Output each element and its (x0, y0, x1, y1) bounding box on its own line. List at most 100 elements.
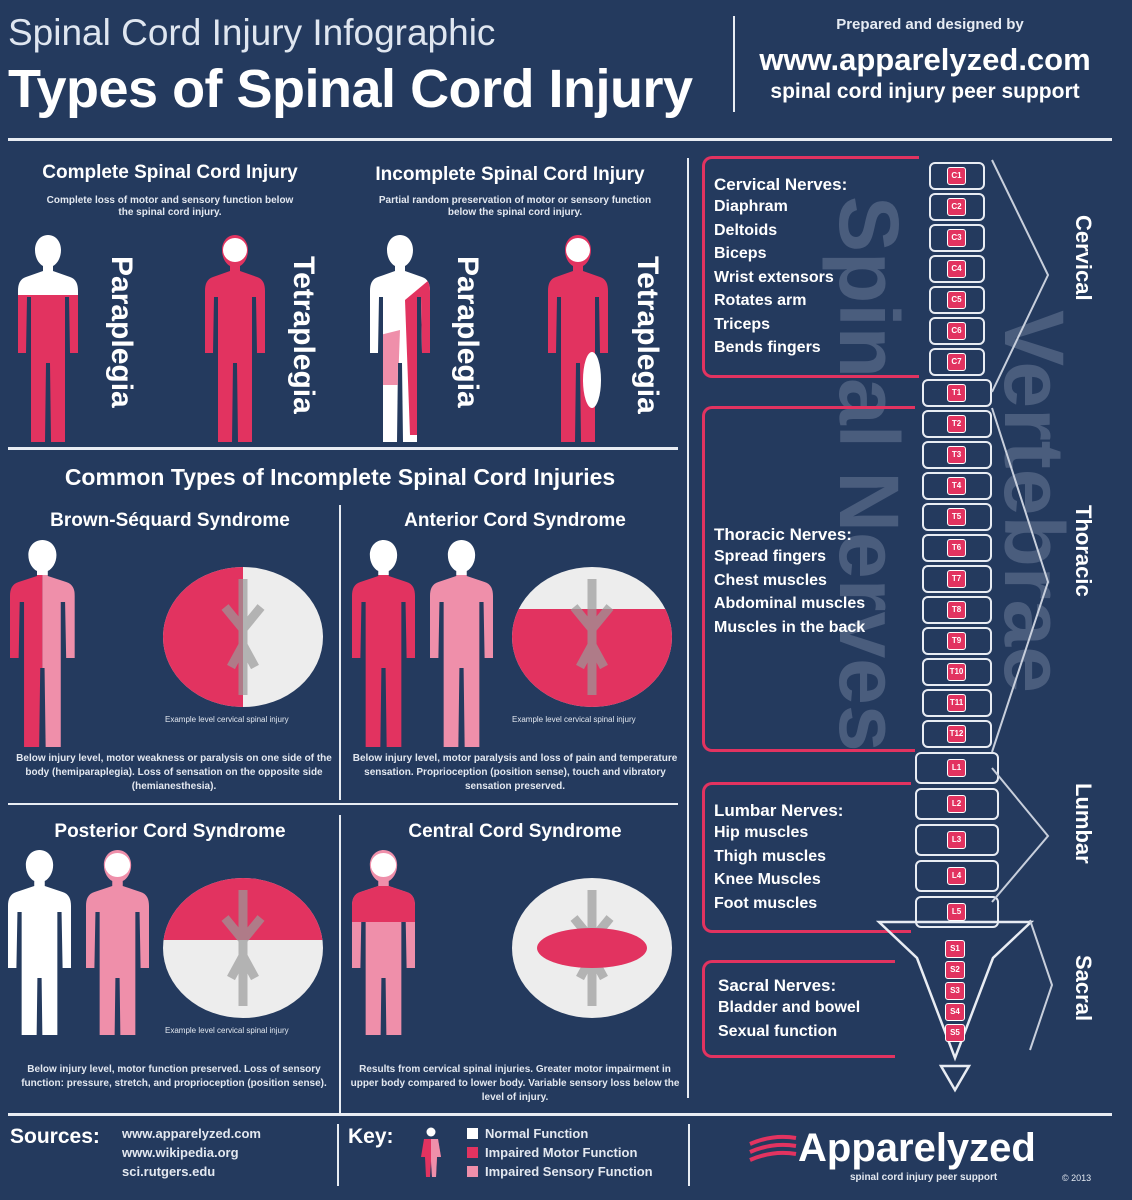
complete-title: Complete Spinal Cord Injury (42, 162, 298, 183)
anterior-caption: Below injury level, motor paralysis and … (352, 753, 678, 792)
sacral-segment: S3 (945, 982, 965, 1000)
brown-cross-section (163, 567, 323, 707)
lumbar-item: Foot muscles (714, 894, 818, 912)
region-thoracic: Thoracic (1071, 505, 1096, 597)
vertebra-label: L4 (947, 867, 966, 885)
watermark-vertebrae: Vertebrae (987, 310, 1081, 693)
vertebra-label: C1 (947, 167, 966, 185)
copyright: © 2013 (1062, 1173, 1092, 1183)
sacral-nerves: Sacral Nerves: Bladder and bowel Sexual … (718, 976, 898, 1043)
key-item-motor: Impaired Motor Function (467, 1143, 653, 1162)
vertebra-label: T2 (947, 415, 966, 433)
vertebra: T6 (922, 534, 992, 562)
complete-incomplete-figures (18, 235, 608, 442)
key-item-sensory: Impaired Sensory Function (467, 1162, 653, 1181)
header-website: www.apparelyzed.com (759, 42, 1091, 77)
complete-paraplegia-label: Paraplegia (105, 256, 138, 408)
vertebra: C7 (929, 348, 985, 376)
thoracic-bracket (702, 406, 915, 752)
lumbar-nerves-title: Lumbar Nerves: (714, 801, 844, 820)
posterior-figure-normal (8, 850, 71, 1035)
vertebra: C6 (929, 317, 985, 345)
sacrum-outline (875, 920, 1035, 1093)
lumbar-bracket (702, 782, 911, 933)
anterior-example-label: Example level cervical spinal injury (512, 715, 636, 724)
vertebra-label: C7 (947, 353, 966, 371)
region-cervical: Cervical (1071, 215, 1096, 301)
key-item-normal: Normal Function (467, 1124, 653, 1143)
sources-label: Sources: (10, 1125, 100, 1148)
key-label: Key: (348, 1125, 394, 1148)
source-link[interactable]: www.apparelyzed.com (122, 1126, 261, 1141)
thoracic-item: Spread fingers (714, 548, 827, 565)
vertebra-label: C6 (947, 322, 966, 340)
anterior-figure-motor (352, 540, 415, 747)
complete-tetraplegia-label: Tetraplegia (287, 256, 320, 414)
vertebra: T7 (922, 565, 992, 593)
cervical-item: Diaphram (714, 198, 788, 215)
vertebra: T1 (922, 379, 992, 407)
incomplete-description: Partial random preservation of motor or … (378, 195, 652, 218)
vertebra: C1 (929, 162, 985, 190)
source-link[interactable]: www.wikipedia.org (122, 1145, 239, 1160)
vertebra: T9 (922, 627, 992, 655)
swatch-normal (467, 1128, 478, 1139)
vertebra: C3 (929, 224, 985, 252)
header-divider (733, 16, 735, 112)
cervical-item: Bends fingers (714, 339, 821, 356)
posterior-example-label: Example level cervical spinal injury (165, 1026, 289, 1035)
anterior-cross-section (512, 567, 672, 707)
vertebra: T11 (922, 689, 992, 717)
sources-list: www.apparelyzed.com www.wikipedia.org sc… (122, 1124, 261, 1181)
vertebra-label: T10 (947, 663, 966, 681)
header-title: Types of Spinal Cord Injury (8, 59, 693, 119)
key-figure-icon (421, 1127, 441, 1177)
vertebra-label: T12 (947, 725, 966, 743)
prepared-by: Prepared and designed by (836, 16, 1024, 33)
section-rule-2 (8, 803, 678, 805)
column-divider (687, 158, 689, 1098)
lumbar-item: Knee Muscles (714, 871, 821, 888)
vertebra: L5 (915, 896, 999, 928)
header-tagline: spinal cord injury peer support (770, 80, 1080, 103)
sacral-segment: S2 (945, 961, 965, 979)
thoracic-nerves: Thoracic Nerves: Spread fingers Chest mu… (714, 525, 914, 639)
vertebra: L2 (915, 788, 999, 820)
sacral-nerves-title: Sacral Nerves: (718, 976, 837, 995)
vertebra: L3 (915, 824, 999, 856)
vertebra-label: T5 (947, 508, 966, 526)
common-divider-top (339, 505, 341, 800)
common-title: Common Types of Incomplete Spinal Cord I… (64, 464, 616, 490)
central-caption: Results from cervical spinal injuries. G… (350, 1064, 680, 1103)
posterior-cord-title: Posterior Cord Syndrome (54, 821, 286, 842)
cervical-item: Wrist extensors (714, 268, 834, 286)
key-sensory-label: Impaired Sensory Function (485, 1164, 653, 1179)
posterior-figure-sensory (86, 850, 149, 1035)
brand-name: Apparelyzed (798, 1126, 1036, 1170)
vertebra-label: C2 (947, 198, 966, 216)
vertebra-label: T6 (947, 539, 966, 557)
swatch-motor (467, 1147, 478, 1158)
vertebra: T12 (922, 720, 992, 748)
cervical-item: Rotates arm (714, 292, 807, 309)
brand-tagline: spinal cord injury peer support (850, 1172, 998, 1183)
anterior-figure-sensory (430, 540, 493, 747)
footer-divider-1 (337, 1124, 339, 1186)
sacral-segment: S1 (945, 940, 965, 958)
thoracic-item: Chest muscles (714, 571, 827, 589)
cervical-item: Triceps (714, 315, 771, 333)
complete-tetraplegia-figure (205, 235, 265, 442)
source-link[interactable]: sci.rutgers.edu (122, 1164, 216, 1179)
brand-logo-icon (749, 1134, 797, 1162)
sacral-segment: S4 (945, 1003, 965, 1021)
header-subtitle: Spinal Cord Injury Infographic (8, 12, 496, 53)
complete-paraplegia-figure (18, 235, 78, 442)
vertebra-label: C4 (947, 260, 966, 278)
vertebra: C5 (929, 286, 985, 314)
thoracic-nerves-title: Thoracic Nerves: (714, 525, 852, 544)
vertebra-label: C5 (947, 291, 966, 309)
cervical-item: Biceps (714, 245, 767, 262)
vertebra-label: T7 (947, 570, 966, 588)
brown-sequard-title: Brown-Séquard Syndrome (50, 510, 290, 531)
